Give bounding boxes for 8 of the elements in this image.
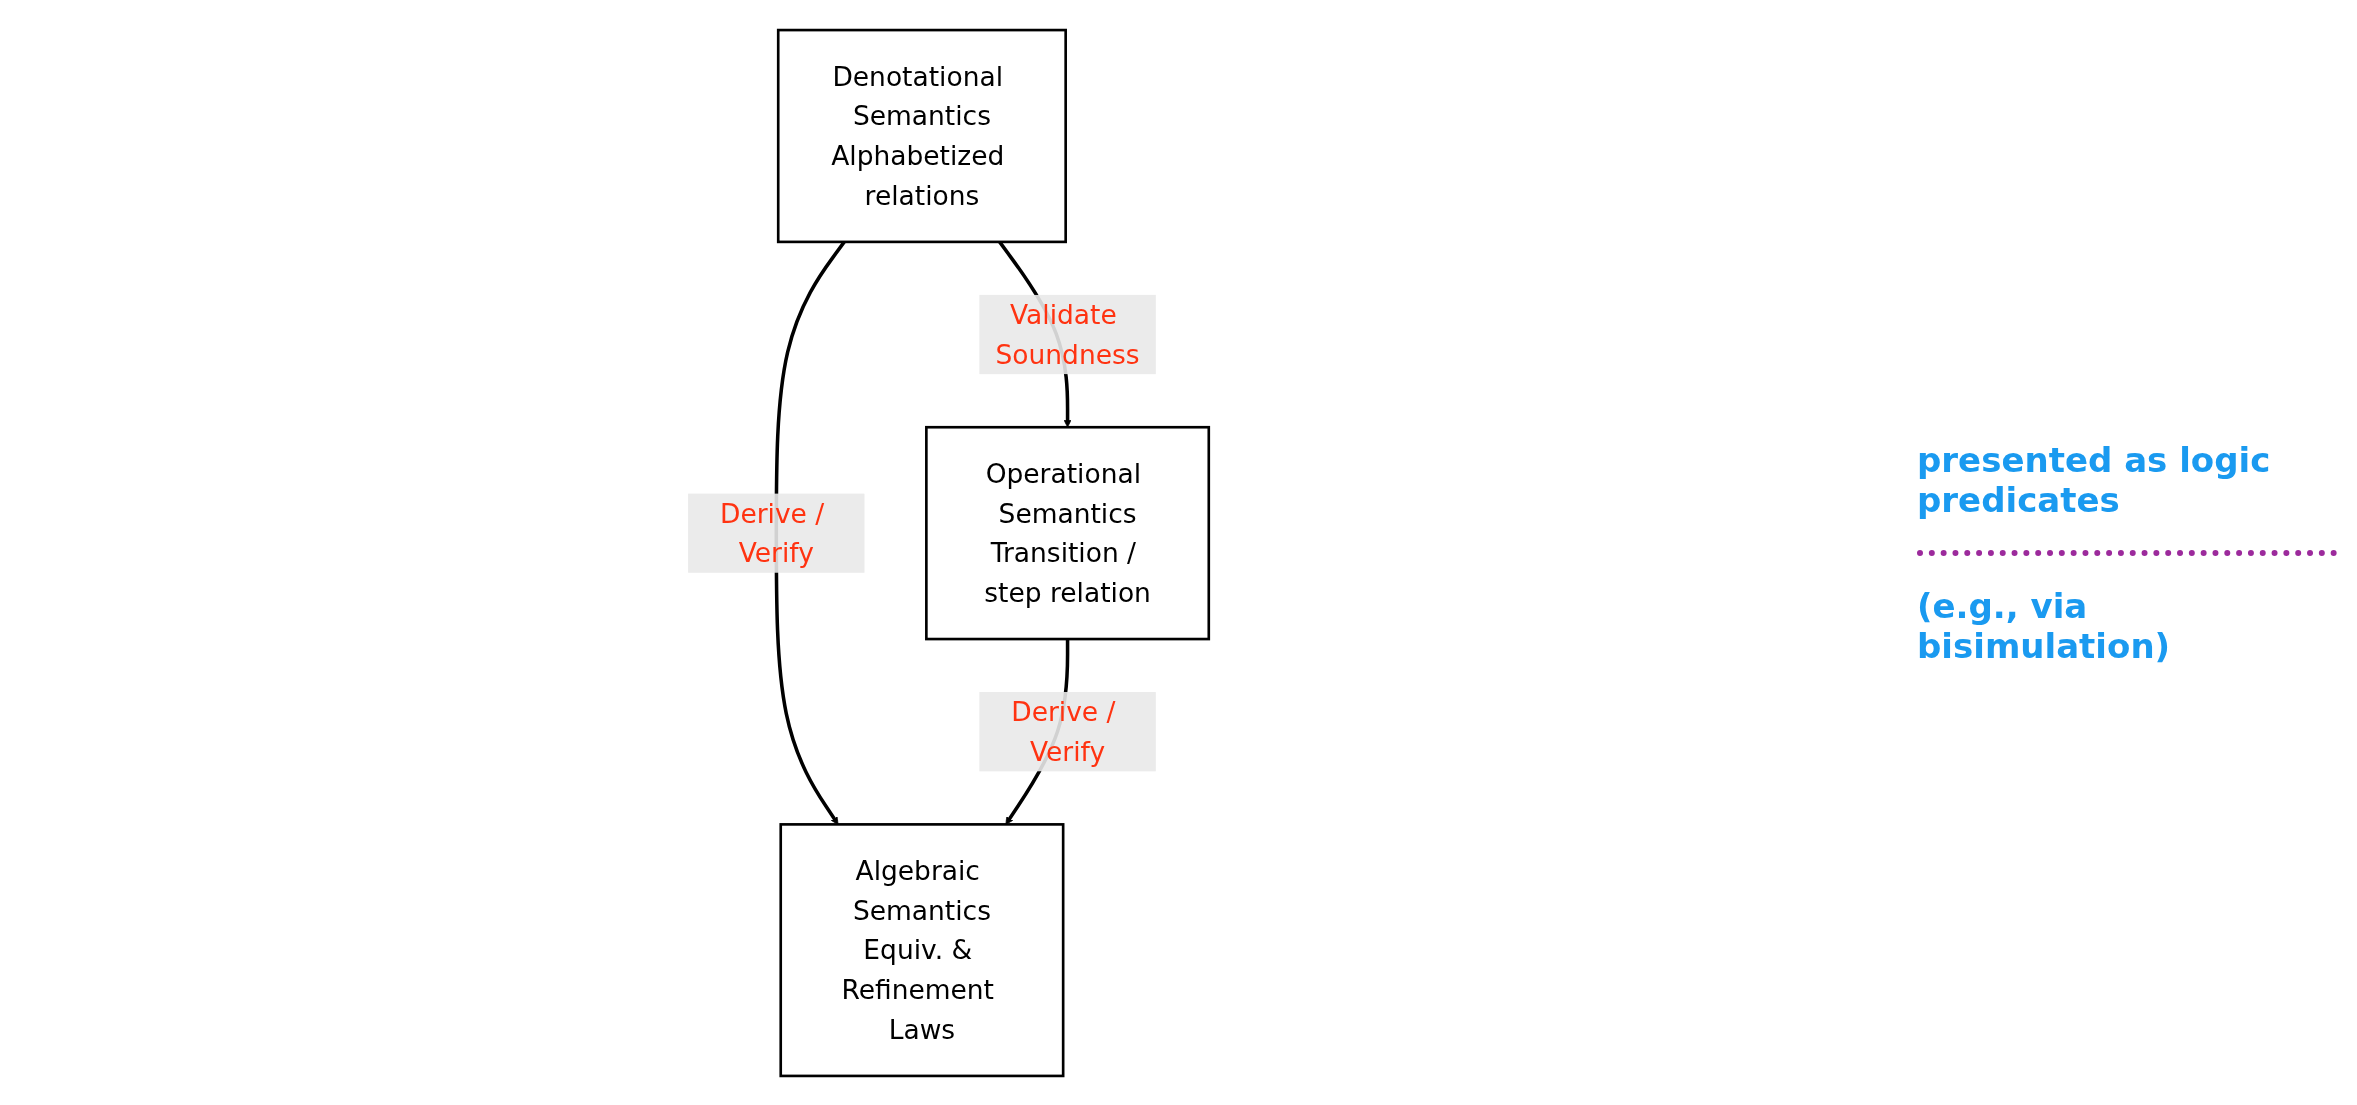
node-box: Operational Semantics Transition / step relation	[925, 425, 1211, 640]
edge-label: Derive / Verify	[1011, 695, 1116, 767]
note-text: (e.g., via bisimulation)	[1917, 585, 2172, 666]
edge-label: Derive / Verify	[720, 497, 825, 568]
edge-label: Validate Soundness	[995, 298, 1140, 370]
node-box: Denotational Semantics Alphabetized relations	[776, 28, 1068, 243]
note-text: presented as logic predicates	[1917, 439, 2272, 520]
node-box: Algebraic Semantics Equiv. & Refinement Laws	[779, 822, 1065, 1077]
